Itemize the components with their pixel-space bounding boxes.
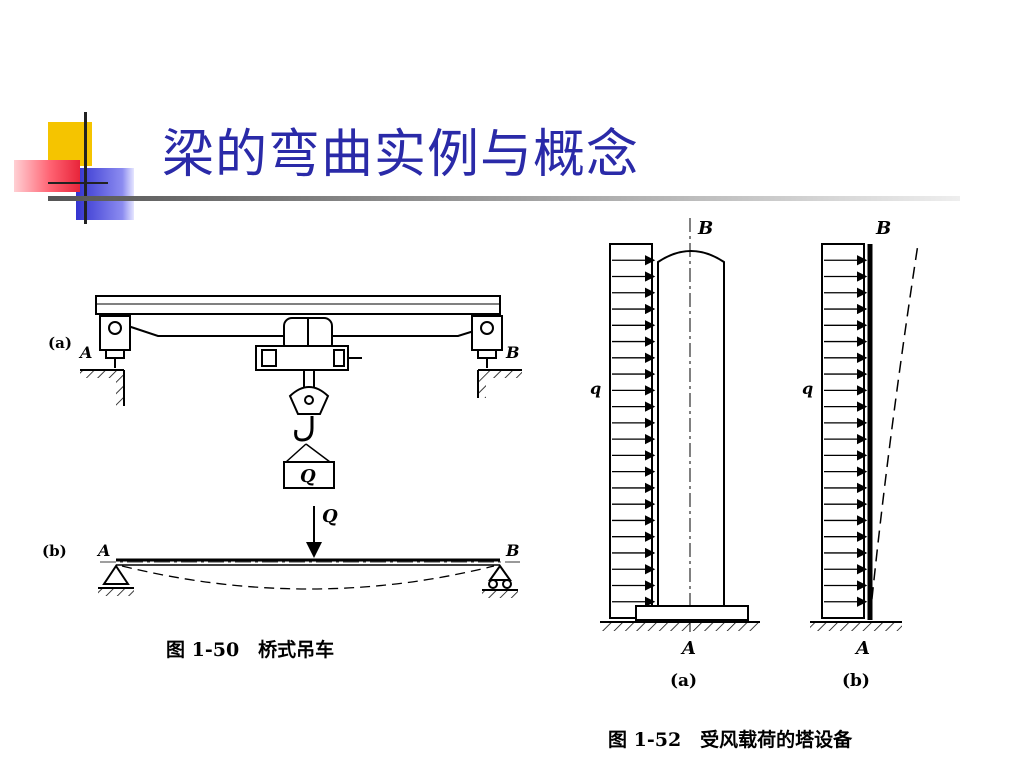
- deflection-curve: [121, 565, 495, 590]
- crane-figure: [80, 295, 522, 598]
- tower-a-base-skirt: [635, 605, 749, 621]
- tower-a-load-label: q: [590, 379, 601, 398]
- tower-panel-a-label: (a): [670, 671, 697, 691]
- tower-figure: [600, 218, 919, 636]
- deco-red-block: [14, 160, 80, 192]
- crane-caption: 图 1-50 桥式吊车: [166, 638, 334, 661]
- hook: [294, 416, 314, 442]
- crane-panel-b-label: (b): [42, 542, 67, 560]
- crane-girder: [95, 295, 501, 315]
- tower-b-load-label: q: [802, 379, 813, 398]
- crane-load-label: Q: [300, 466, 316, 487]
- crane-force-label: Q: [322, 506, 338, 527]
- tower-a-body: [657, 250, 725, 618]
- load-box: [283, 461, 335, 489]
- deco-horizontal-line: [48, 182, 108, 184]
- slide-title: 梁的弯曲实例与概念: [162, 125, 640, 185]
- crane-support-b-label: B: [505, 343, 520, 362]
- title-underline: [48, 196, 960, 201]
- tower-a-load-frame: [609, 243, 653, 619]
- tower-b-deflection: [869, 243, 919, 619]
- tower-b-base-label: A: [854, 638, 870, 659]
- roller-support-b: [488, 564, 512, 581]
- hook-block: [288, 386, 330, 415]
- crane-support-a-label: A: [78, 343, 92, 362]
- tower-b-top-label: B: [875, 218, 891, 239]
- tower-a-load-arrows: [612, 255, 656, 607]
- tower-a-base-label: A: [680, 638, 696, 659]
- tower-caption: 图 1-52 受风载荷的塔设备: [608, 728, 853, 751]
- tower-panel-b-label: (b): [842, 671, 870, 691]
- deco-vertical-line: [84, 112, 87, 224]
- tower-a-top-label: B: [697, 218, 713, 239]
- crane-beam-b-label: B: [505, 541, 520, 560]
- tower-b-load-arrows: [824, 255, 868, 607]
- crane-panel-a-label: (a): [48, 334, 72, 352]
- pin-support-a: [102, 564, 130, 585]
- crane-beam-a-label: A: [96, 541, 110, 560]
- tower-b-load-frame: [821, 243, 865, 619]
